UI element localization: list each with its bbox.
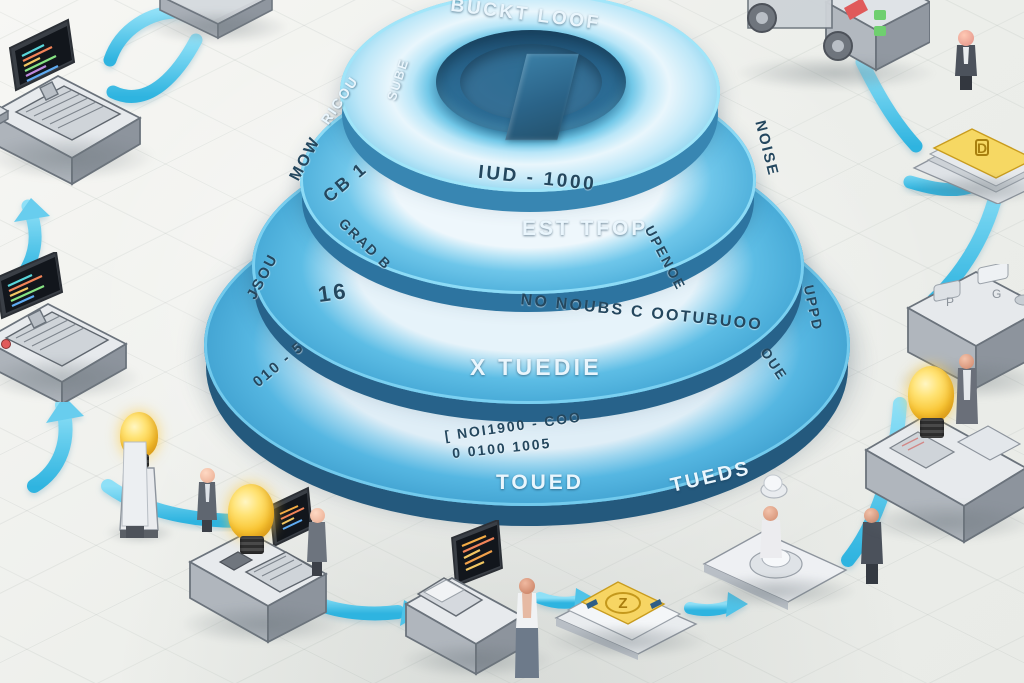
docs-glyph: D [977, 140, 987, 156]
figure-right-upper[interactable] [954, 354, 980, 446]
round-pad-shadow [696, 574, 856, 608]
machine-top-mid[interactable] [146, 0, 288, 44]
docs-top-right[interactable]: D [908, 112, 1024, 205]
figure-bottom-mid[interactable] [512, 578, 542, 683]
lightbulb-icon [908, 366, 954, 422]
ws-bottom-left-shadow [182, 604, 344, 644]
cycle-ring-diagram[interactable] [186, 0, 876, 532]
ws-top-left-shadow [0, 134, 154, 180]
bulb-right[interactable] [858, 330, 1024, 550]
rack-glyph-2: G [992, 287, 1001, 301]
pad-shadow [548, 624, 706, 658]
bulb-right-shadow [858, 502, 1024, 542]
cart-top-right[interactable] [736, 0, 934, 94]
figure-head [200, 468, 215, 483]
figure-head [959, 354, 974, 369]
pad-bottom-mid[interactable]: Z [548, 560, 706, 660]
pad-glyph: Z [618, 595, 627, 612]
figure-top-right[interactable] [952, 30, 980, 92]
figure-head [519, 578, 535, 594]
ws-mid-left-shadow [0, 356, 140, 400]
pad-bottom-right[interactable] [696, 506, 856, 612]
ws-top-left-module [0, 105, 10, 125]
rack-glyph: P [946, 295, 954, 309]
figure-head [958, 30, 974, 46]
dome-marker [758, 470, 790, 500]
lightbulb-base [920, 418, 944, 438]
ws-mid-left[interactable] [0, 250, 140, 406]
figure-bottom-left-b[interactable] [304, 508, 330, 578]
figure-bottom-left-c[interactable] [120, 426, 150, 544]
figure-bottom-right[interactable] [858, 508, 886, 588]
figure-bottom-left-a[interactable] [194, 468, 220, 534]
machine-shadow [146, 10, 288, 44]
figure-head [864, 508, 879, 523]
figure-head [763, 506, 778, 521]
docs-shadow [908, 174, 1024, 204]
cart-shadow [736, 56, 934, 90]
machine-body [159, 0, 273, 40]
figure-right-lower[interactable] [758, 506, 784, 576]
lightbulb-base [240, 536, 264, 554]
lightbulb-icon [228, 484, 274, 540]
figure-head [310, 508, 325, 523]
ws-bottom-left[interactable] [182, 466, 344, 646]
ring-tier-1[interactable] [340, 0, 720, 192]
ws-top-left[interactable] [0, 18, 154, 188]
